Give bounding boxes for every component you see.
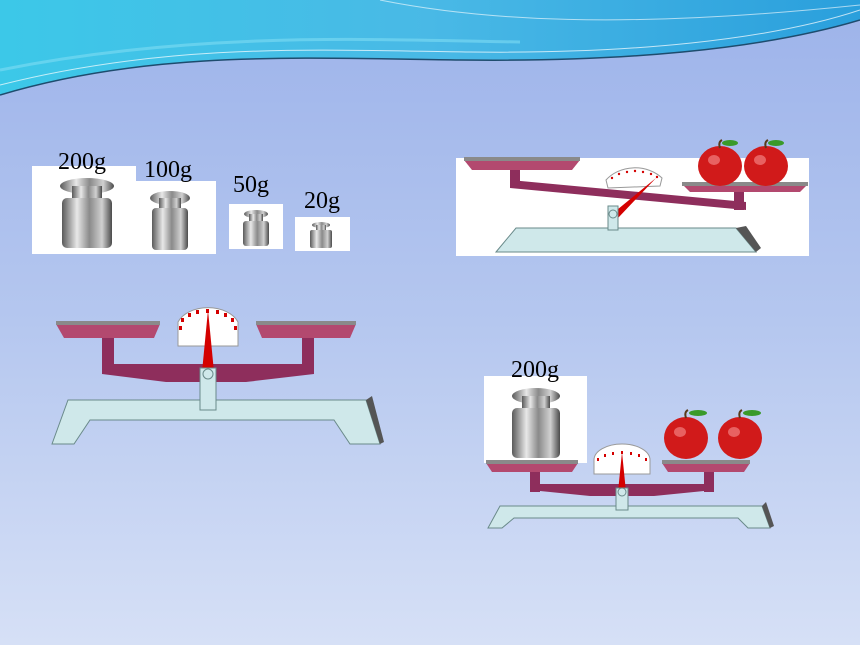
balance-scale-icon (51, 307, 384, 445)
weight-icon (243, 210, 269, 246)
balance-scale-icon (456, 139, 809, 256)
weight-label-100g: 100g (144, 157, 192, 183)
weight-20g (295, 217, 350, 251)
apple-icon (698, 139, 742, 186)
weight-100g (136, 181, 216, 254)
weight-icon (310, 222, 332, 248)
empty-balance-scale (50, 302, 384, 448)
weight-label-50g: 50g (233, 172, 269, 198)
weight-200g (32, 166, 136, 254)
tilted-scale-with-apples (456, 139, 809, 256)
balanced-scale-with-apples (486, 408, 776, 532)
weight-label-200g: 200g (58, 149, 106, 175)
scale-weight-200g (484, 376, 587, 463)
weight-icon (60, 178, 114, 248)
header-wave-decoration (0, 0, 860, 96)
weight-label-20g: 20g (304, 188, 340, 214)
weight-icon (512, 388, 560, 458)
weight-icon (150, 191, 190, 250)
apple-icon (718, 409, 762, 459)
scale-weight-label-200g: 200g (511, 357, 559, 383)
balance-scale-icon (486, 409, 774, 529)
weight-50g (229, 204, 283, 249)
apple-icon (744, 139, 788, 186)
apple-icon (664, 409, 708, 459)
